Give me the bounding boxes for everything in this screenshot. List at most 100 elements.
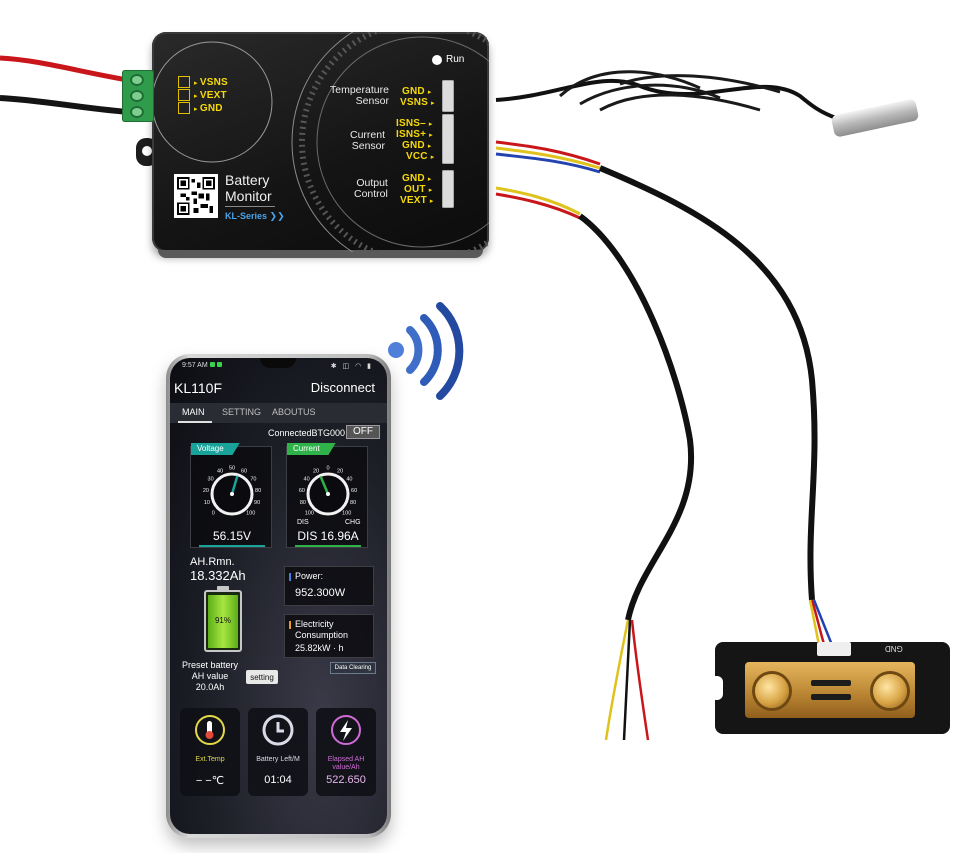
battery-left-label: Battery Left/M bbox=[256, 756, 300, 763]
dial-tick-label: 60 bbox=[351, 488, 357, 494]
pin-label: VSNS ▸ bbox=[400, 97, 435, 108]
current-shunt: GND bbox=[709, 642, 950, 734]
power-terminal-block bbox=[122, 70, 154, 122]
pin-label-vext: ▸ VEXT bbox=[194, 90, 227, 101]
power-label: Power: bbox=[295, 571, 324, 581]
power-value: 952.300W bbox=[295, 587, 346, 599]
active-tab-indicator bbox=[178, 421, 212, 423]
dial-tick-label: 60 bbox=[241, 469, 247, 475]
pin-label-gnd: ▸ GND bbox=[194, 103, 223, 114]
dial-tick-label: 0 bbox=[326, 466, 329, 472]
dial-tick-label: 0 bbox=[212, 511, 215, 517]
pin-label-vsns: ▸ VSNS bbox=[194, 77, 228, 88]
pin-box bbox=[178, 76, 190, 88]
dial-tick-label: 10 bbox=[204, 500, 210, 506]
pin-label: VCC ▸ bbox=[406, 151, 435, 162]
battery-left-value: 01:04 bbox=[264, 774, 292, 786]
pin-box bbox=[178, 89, 190, 101]
ah-remaining-label: AH.Rmn. bbox=[190, 556, 235, 568]
dial-tick-label: 40 bbox=[346, 477, 352, 483]
output-control-label: Output Control bbox=[354, 177, 388, 200]
dial-tick-label: 20 bbox=[337, 469, 343, 475]
dial-tick-label: 90 bbox=[254, 500, 260, 506]
current-sensor-label: Current Sensor bbox=[350, 129, 386, 152]
dial-tick-label: 20 bbox=[203, 488, 209, 494]
dial-needle bbox=[230, 475, 239, 496]
current-tag: Current bbox=[287, 443, 336, 455]
phone-screen: 9:57 AM ✱ ◫ ◠ ▮ KL110F Disconnect MAIN S… bbox=[170, 358, 387, 834]
preset-ah: Preset battery AH value 20.0Ah bbox=[181, 660, 239, 692]
qr-code bbox=[174, 174, 218, 218]
dial-tick-label: 80 bbox=[350, 500, 356, 506]
pin-label: ISNS– ▸ bbox=[396, 118, 433, 129]
tab-main[interactable]: MAIN bbox=[182, 407, 205, 417]
shunt-gnd-label: GND bbox=[885, 644, 903, 653]
chg-label: CHG bbox=[345, 519, 361, 526]
ext-temp-label: Ext.Temp bbox=[195, 756, 225, 763]
temperature-sensor-label: Temperature Sensor bbox=[330, 84, 389, 107]
battery-level-icon: 91% bbox=[204, 586, 242, 652]
tab-bar: MAIN SETTING ABOUTUS bbox=[170, 403, 387, 423]
shunt-bolt bbox=[873, 674, 907, 708]
pin-label: GND ▸ bbox=[402, 86, 432, 97]
current-underline bbox=[295, 545, 361, 547]
pin-label: GND ▸ bbox=[402, 173, 432, 184]
data-clearing-button[interactable]: Data Clearing bbox=[330, 662, 376, 674]
disconnect-button[interactable]: Disconnect bbox=[310, 380, 375, 395]
dial-tick-label: 60 bbox=[299, 488, 305, 494]
bluetooth-toggle[interactable]: OFF bbox=[346, 425, 380, 439]
battery-percent: 91% bbox=[214, 616, 231, 625]
wireless-signal-icon bbox=[388, 302, 464, 400]
dial-tick-label: 50 bbox=[229, 466, 235, 472]
power-box: Power: 952.300W bbox=[284, 566, 374, 606]
tab-aboutus[interactable]: ABOUTUS bbox=[272, 407, 316, 417]
elapsed-ah-value: 522.650 bbox=[326, 774, 366, 786]
run-indicator-led bbox=[432, 55, 442, 65]
pin-label: OUT ▸ bbox=[404, 184, 433, 195]
dial-tick-label: 30 bbox=[208, 477, 214, 483]
setting-button[interactable]: setting bbox=[246, 670, 278, 684]
ext-temp-value: − −℃ bbox=[195, 775, 225, 787]
elapsed-ah-label: Elapsed AH value/Ah bbox=[327, 756, 365, 771]
dial-needle bbox=[319, 476, 330, 496]
dial-tick-label: 40 bbox=[304, 477, 310, 483]
dial-tick-label: 70 bbox=[250, 477, 256, 483]
connection-status: ConnectedBTG000 bbox=[268, 428, 346, 438]
clock-icon bbox=[262, 714, 294, 746]
app-title: KL110F bbox=[174, 380, 222, 396]
shunt-cable bbox=[598, 165, 818, 601]
series-label: KL-Series ❯❯ bbox=[225, 211, 285, 221]
status-icons: ✱ ◫ ◠ ▮ bbox=[330, 363, 373, 370]
pin-label: VEXT ▸ bbox=[400, 195, 434, 206]
dial-hub bbox=[326, 492, 330, 496]
pin-label: ISNS+ ▸ bbox=[396, 129, 433, 140]
dial-tick-label: 100 bbox=[305, 511, 314, 517]
shunt-bolt bbox=[755, 674, 789, 708]
voltage-tag: Voltage bbox=[191, 443, 240, 455]
dial-hub bbox=[230, 492, 234, 496]
camera-notch bbox=[260, 358, 296, 368]
dial-tick-label: 20 bbox=[313, 469, 319, 475]
run-label: Run bbox=[446, 54, 465, 65]
current-value: DIS 16.96A bbox=[297, 529, 359, 543]
status-time: 9:57 AM bbox=[182, 362, 222, 369]
electricity-value: 25.82kW · h bbox=[295, 643, 344, 653]
elapsed-ah-tile: Elapsed AH value/Ah 522.650 bbox=[316, 708, 376, 796]
dial-tick-label: 80 bbox=[255, 488, 261, 494]
tab-setting[interactable]: SETTING bbox=[222, 407, 262, 417]
ext-temp-tile: Ext.Temp − −℃ bbox=[180, 708, 240, 796]
voltage-underline bbox=[199, 545, 265, 547]
lightning-icon bbox=[331, 715, 361, 745]
dis-label: DIS bbox=[297, 519, 309, 526]
dial-tick-label: 100 bbox=[342, 511, 351, 517]
brand-divider bbox=[225, 206, 275, 207]
temp-sensor-header bbox=[442, 80, 454, 112]
dial-tick-label: 80 bbox=[300, 500, 306, 506]
ah-remaining-value: 18.332Ah bbox=[190, 568, 246, 583]
